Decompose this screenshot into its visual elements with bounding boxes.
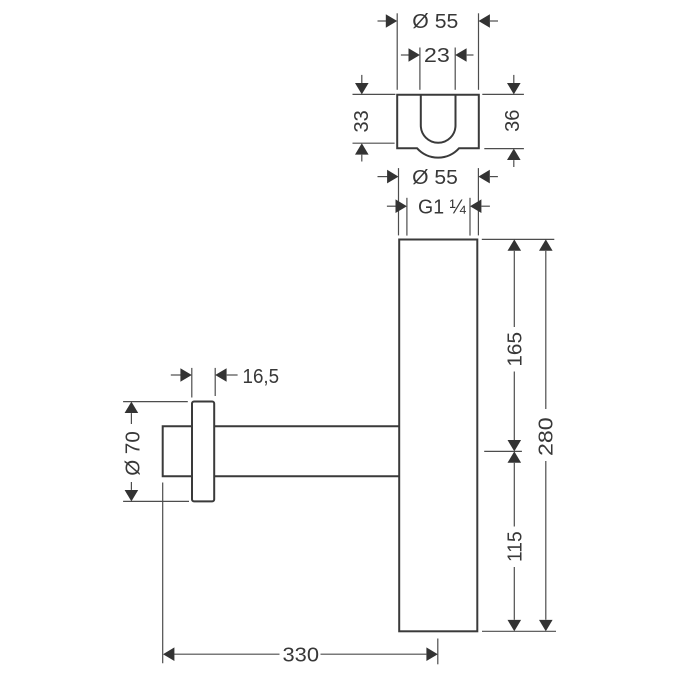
svg-text:36: 36 <box>502 110 524 132</box>
svg-text:33: 33 <box>351 110 373 132</box>
svg-text:165: 165 <box>504 332 526 367</box>
svg-text:Ø 70: Ø 70 <box>123 431 145 476</box>
svg-text:Ø 55: Ø 55 <box>412 167 458 189</box>
svg-text:23: 23 <box>424 45 450 67</box>
svg-text:G1 ¼: G1 ¼ <box>418 196 466 218</box>
svg-text:16,5: 16,5 <box>243 366 280 388</box>
svg-text:115: 115 <box>504 531 526 562</box>
svg-text:280: 280 <box>536 417 558 456</box>
svg-text:330: 330 <box>283 645 320 667</box>
svg-text:Ø 55: Ø 55 <box>412 11 458 33</box>
